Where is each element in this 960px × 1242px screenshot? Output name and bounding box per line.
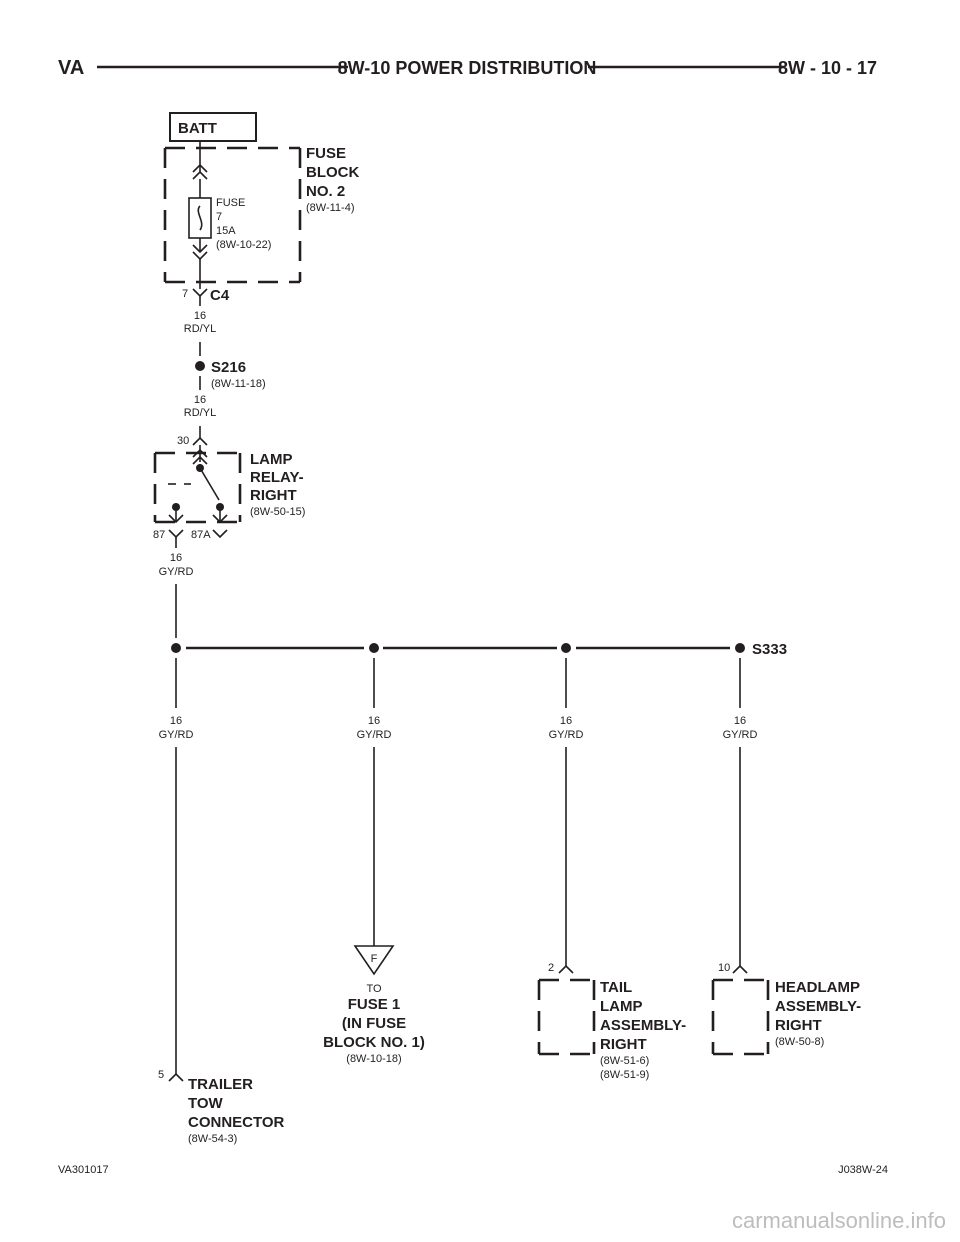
svg-text:RIGHT: RIGHT bbox=[250, 487, 297, 504]
headlamp-pin: 10 bbox=[718, 962, 730, 974]
svg-text:RIGHT: RIGHT bbox=[775, 1017, 822, 1034]
svg-text:HEADLAMP: HEADLAMP bbox=[775, 979, 860, 996]
fuse-7-symbol bbox=[188, 163, 212, 282]
tail-lamp-outline bbox=[537, 978, 596, 1056]
svg-text:LAMP: LAMP bbox=[250, 451, 293, 468]
svg-text:FUSE: FUSE bbox=[216, 197, 245, 209]
s216-ref: (8W-11-18) bbox=[211, 378, 266, 390]
branch1-color: GY/RD bbox=[159, 729, 194, 741]
svg-text:TRAILER: TRAILER bbox=[188, 1076, 253, 1093]
relay-pin-87: 87 bbox=[153, 529, 165, 541]
branch3-color: GY/RD bbox=[549, 729, 584, 741]
svg-text:RIGHT: RIGHT bbox=[600, 1036, 647, 1053]
s333-label: S333 bbox=[752, 641, 787, 658]
wire1-color: RD/YL bbox=[184, 323, 216, 335]
fuse1-flag-symbol bbox=[353, 945, 395, 976]
wire2-gauge: 16 bbox=[194, 394, 206, 406]
fuse-7-label: FUSE 7 15A (8W-10-22) bbox=[216, 197, 271, 251]
bus-node-3 bbox=[561, 643, 571, 653]
relay-connector-87 bbox=[168, 529, 184, 539]
header-model: VA bbox=[58, 57, 84, 79]
headlamp-connector-symbol bbox=[732, 964, 748, 974]
svg-text:(8W-51-6): (8W-51-6) bbox=[600, 1055, 649, 1067]
trailer-pin: 5 bbox=[158, 1069, 164, 1081]
svg-text:BLOCK: BLOCK bbox=[306, 164, 359, 181]
branch2-gauge: 16 bbox=[368, 715, 380, 727]
relay-connector-30 bbox=[192, 436, 208, 446]
headlamp-outline bbox=[711, 978, 770, 1056]
page-title: 8W-10 POWER DISTRIBUTION bbox=[338, 58, 597, 78]
svg-text:TAIL: TAIL bbox=[600, 979, 632, 996]
svg-text:CONNECTOR: CONNECTOR bbox=[188, 1114, 285, 1131]
c4-connector-symbol bbox=[192, 288, 208, 298]
svg-text:(8W-11-4): (8W-11-4) bbox=[306, 202, 355, 214]
svg-text:(8W-50-8): (8W-50-8) bbox=[775, 1036, 824, 1048]
batt-label: BATT bbox=[178, 120, 217, 137]
relay-pin-30: 30 bbox=[177, 435, 189, 447]
trailer-tow-connector-title: TRAILER TOW CONNECTOR (8W-54-3) bbox=[188, 1076, 285, 1145]
svg-text:(8W-10-18): (8W-10-18) bbox=[346, 1053, 401, 1065]
svg-text:NO. 2: NO. 2 bbox=[306, 183, 345, 200]
svg-text:(8W-50-15): (8W-50-15) bbox=[250, 506, 305, 518]
svg-text:FUSE 1: FUSE 1 bbox=[348, 996, 401, 1013]
svg-text:BLOCK NO. 1): BLOCK NO. 1) bbox=[323, 1034, 425, 1051]
bus-node-1 bbox=[171, 643, 181, 653]
s216-splice-dot bbox=[195, 361, 205, 371]
tail-lamp-title: TAIL LAMP ASSEMBLY- RIGHT (8W-51-6) (8W-… bbox=[600, 979, 686, 1081]
c4-pin: 7 bbox=[182, 288, 188, 300]
wire3-gauge: 16 bbox=[170, 552, 182, 564]
lamp-relay-outline bbox=[153, 451, 242, 524]
svg-text:(IN FUSE: (IN FUSE bbox=[342, 1015, 406, 1032]
fuse-block-title: FUSE BLOCK NO. 2 (8W-11-4) bbox=[306, 145, 359, 214]
watermark: carmanualsonline.info bbox=[732, 1208, 946, 1233]
wire3-color: GY/RD bbox=[159, 566, 194, 578]
svg-text:TOW: TOW bbox=[188, 1095, 224, 1112]
footer-right-code: J038W-24 bbox=[838, 1164, 888, 1176]
svg-text:(8W-51-9): (8W-51-9) bbox=[600, 1069, 649, 1081]
s216-label: S216 bbox=[211, 359, 246, 376]
page-number: 8W - 10 - 17 bbox=[778, 58, 877, 78]
svg-text:ASSEMBLY-: ASSEMBLY- bbox=[600, 1017, 686, 1034]
batt-box bbox=[169, 112, 257, 142]
headlamp-title: HEADLAMP ASSEMBLY- RIGHT (8W-50-8) bbox=[775, 979, 861, 1048]
relay-connector-87a bbox=[212, 529, 228, 539]
branch4-color: GY/RD bbox=[723, 729, 758, 741]
svg-text:7: 7 bbox=[216, 211, 222, 223]
trailer-connector-symbol bbox=[168, 1072, 184, 1082]
bus-node-4 bbox=[735, 643, 745, 653]
svg-text:RELAY-: RELAY- bbox=[250, 469, 304, 486]
svg-text:(8W-54-3): (8W-54-3) bbox=[188, 1133, 237, 1145]
branch3-gauge: 16 bbox=[560, 715, 572, 727]
lamp-relay-contacts bbox=[168, 445, 228, 524]
fuse1-to: TO bbox=[366, 983, 382, 995]
c4-label: C4 bbox=[210, 287, 230, 304]
svg-text:15A: 15A bbox=[216, 225, 236, 237]
wire1-gauge: 16 bbox=[194, 310, 206, 322]
fuse1-flag-letter: F bbox=[371, 953, 378, 965]
lamp-relay-title: LAMP RELAY- RIGHT (8W-50-15) bbox=[250, 451, 305, 518]
branch2-color: GY/RD bbox=[357, 729, 392, 741]
relay-pin-87a: 87A bbox=[191, 529, 211, 541]
tail-pin: 2 bbox=[548, 962, 554, 974]
svg-text:(8W-10-22): (8W-10-22) bbox=[216, 239, 271, 251]
tail-connector-symbol bbox=[558, 964, 574, 974]
footer-left-code: VA301017 bbox=[58, 1164, 109, 1176]
svg-text:ASSEMBLY-: ASSEMBLY- bbox=[775, 998, 861, 1015]
bus-node-2 bbox=[369, 643, 379, 653]
svg-text:LAMP: LAMP bbox=[600, 998, 643, 1015]
fuse-block-outline bbox=[163, 146, 302, 284]
wire2-color: RD/YL bbox=[184, 407, 216, 419]
branch4-gauge: 16 bbox=[734, 715, 746, 727]
svg-text:FUSE: FUSE bbox=[306, 145, 346, 162]
branch1-gauge: 16 bbox=[170, 715, 182, 727]
fuse1-destination-title: FUSE 1 (IN FUSE BLOCK NO. 1) (8W-10-18) bbox=[323, 996, 425, 1065]
